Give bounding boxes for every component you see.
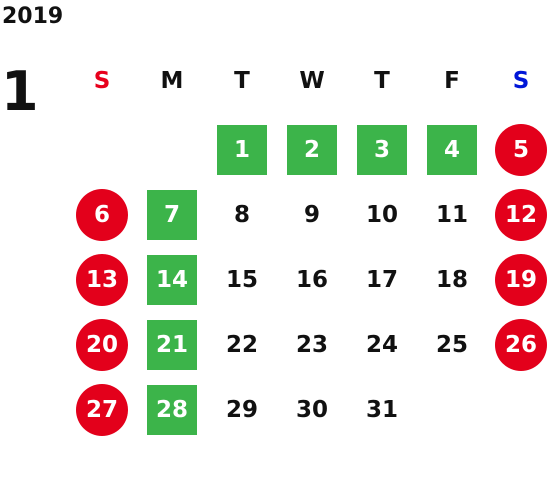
- day-cell[interactable]: 25: [435, 332, 468, 358]
- day-cell[interactable]: 6: [76, 189, 128, 241]
- day-cell[interactable]: 28: [147, 385, 197, 435]
- day-cell[interactable]: 3: [357, 125, 407, 175]
- weekday-header: M: [160, 68, 184, 94]
- day-cell[interactable]: 9: [303, 202, 320, 228]
- day-cell[interactable]: 31: [365, 397, 398, 423]
- weekday-header: F: [444, 68, 460, 94]
- year-label: 2019: [2, 4, 64, 29]
- day-cell[interactable]: 12: [495, 189, 547, 241]
- day-cell[interactable]: 4: [427, 125, 477, 175]
- day-cell[interactable]: 11: [435, 202, 468, 228]
- day-cell[interactable]: 15: [225, 267, 258, 293]
- day-cell[interactable]: 1: [217, 125, 267, 175]
- day-cell[interactable]: 13: [76, 254, 128, 306]
- weekday-header: S: [93, 68, 111, 94]
- day-cell[interactable]: 17: [365, 267, 398, 293]
- day-cell[interactable]: 16: [295, 267, 328, 293]
- day-cell[interactable]: 30: [295, 397, 328, 423]
- day-cell[interactable]: 27: [76, 384, 128, 436]
- day-cell[interactable]: 5: [495, 124, 547, 176]
- day-cell[interactable]: 2: [287, 125, 337, 175]
- day-cell[interactable]: 10: [365, 202, 398, 228]
- day-cell[interactable]: 21: [147, 320, 197, 370]
- day-cell[interactable]: 14: [147, 255, 197, 305]
- day-cell[interactable]: 7: [147, 190, 197, 240]
- day-cell[interactable]: 8: [233, 202, 250, 228]
- day-cell[interactable]: 18: [435, 267, 468, 293]
- day-cell[interactable]: 19: [495, 254, 547, 306]
- day-cell[interactable]: 23: [295, 332, 328, 358]
- day-cell[interactable]: 22: [225, 332, 258, 358]
- weekday-header: T: [234, 68, 250, 94]
- weekday-header: W: [299, 68, 325, 94]
- weekday-header: S: [512, 68, 530, 94]
- day-cell[interactable]: 24: [365, 332, 398, 358]
- day-cell[interactable]: 20: [76, 319, 128, 371]
- weekday-header: T: [374, 68, 390, 94]
- day-cell[interactable]: 26: [495, 319, 547, 371]
- month-number: 1: [1, 60, 39, 123]
- day-cell[interactable]: 29: [225, 397, 258, 423]
